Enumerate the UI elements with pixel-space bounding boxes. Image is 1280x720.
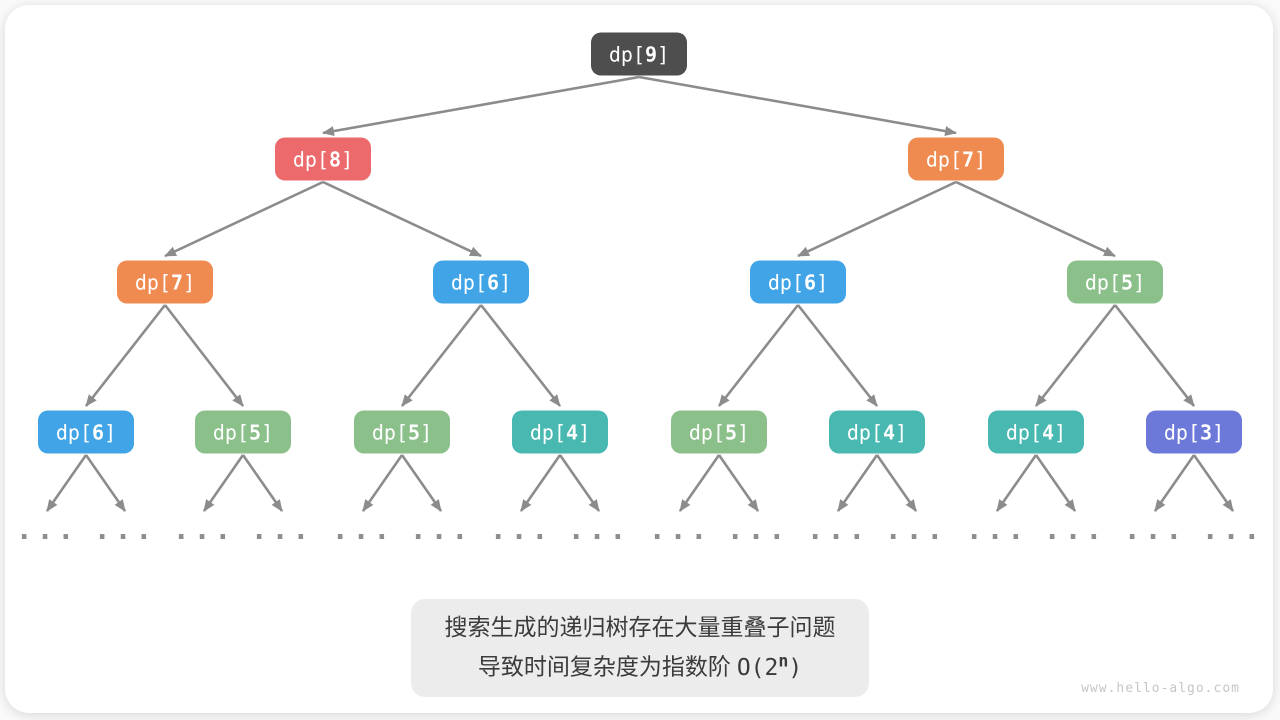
- tree-node-dp-3-14: dp[3]: [1146, 410, 1242, 454]
- tree-arrow: [519, 454, 562, 512]
- tree-arrow: [400, 454, 443, 512]
- tree-arrow: [241, 454, 284, 512]
- ellipsis-subtree: ...: [965, 513, 1029, 546]
- tree-arrow: [1034, 304, 1117, 407]
- ellipsis-subtree: ...: [1123, 513, 1187, 546]
- ellipsis-subtree: ...: [250, 513, 314, 546]
- tree-arrow: [322, 180, 482, 258]
- ellipsis-subtree: ...: [1043, 513, 1107, 546]
- tree-arrow: [400, 304, 483, 407]
- tree-arrow: [322, 75, 640, 137]
- tree-arrow: [1153, 454, 1196, 512]
- complexity-formula: O(2n): [736, 651, 803, 681]
- tree-arrow: [361, 454, 404, 512]
- ellipsis-subtree: ...: [726, 513, 790, 546]
- tree-arrow: [45, 454, 88, 512]
- tree-node-dp-8-1: dp[8]: [275, 137, 371, 181]
- tree-node-dp-9-0: dp[9]: [591, 32, 687, 76]
- tree-arrow: [678, 454, 721, 512]
- tree-arrow: [717, 304, 800, 407]
- tree-node-dp-4-12: dp[4]: [829, 410, 925, 454]
- ellipsis-subtree: ...: [1201, 513, 1265, 546]
- tree-arrow: [164, 180, 324, 258]
- tree-arrow: [836, 454, 879, 512]
- tree-node-dp-5-11: dp[5]: [671, 410, 767, 454]
- tree-node-dp-5-8: dp[5]: [195, 410, 291, 454]
- ellipsis-subtree: ...: [15, 513, 79, 546]
- tree-arrow: [995, 454, 1038, 512]
- ellipsis-subtree: ...: [567, 513, 631, 546]
- tree-node-dp-6-7: dp[6]: [38, 410, 134, 454]
- tree-node-dp-5-6: dp[5]: [1067, 260, 1163, 304]
- tree-arrow: [558, 454, 601, 512]
- tree-arrow: [84, 304, 167, 407]
- ellipsis-subtree: ...: [331, 513, 395, 546]
- tree-arrow: [955, 180, 1116, 258]
- tree-arrow: [797, 180, 957, 258]
- tree-arrow: [202, 454, 245, 512]
- tree-arrow: [479, 304, 562, 407]
- caption-line-2-text: 导致时间复杂度为指数阶: [477, 653, 731, 680]
- tree-arrow: [796, 304, 879, 407]
- ellipsis-subtree: ...: [409, 513, 473, 546]
- caption-line-1: 搜索生成的递归树存在大量重叠子问题: [444, 614, 836, 640]
- watermark: www.hello-algo.com: [1081, 681, 1240, 696]
- tree-node-dp-7-3: dp[7]: [117, 260, 213, 304]
- tree-arrow: [1192, 454, 1235, 512]
- tree-arrow: [875, 454, 918, 512]
- ellipsis-subtree: ...: [489, 513, 553, 546]
- ellipsis-subtree: ...: [884, 513, 948, 546]
- tree-node-dp-6-5: dp[6]: [750, 260, 846, 304]
- tree-arrow: [1113, 304, 1196, 407]
- tree-node-dp-4-13: dp[4]: [988, 410, 1084, 454]
- tree-arrow: [1034, 454, 1077, 512]
- tree-node-dp-6-4: dp[6]: [433, 260, 529, 304]
- ellipsis-subtree: ...: [93, 513, 157, 546]
- ellipsis-subtree: ...: [172, 513, 236, 546]
- tree-arrow: [163, 304, 245, 407]
- ellipsis-subtree: ...: [806, 513, 870, 546]
- tree-arrow: [717, 454, 760, 512]
- tree-node-dp-7-2: dp[7]: [908, 137, 1004, 181]
- ellipsis-subtree: ...: [648, 513, 712, 546]
- tree-arrow: [84, 454, 127, 512]
- tree-arrow: [638, 75, 957, 137]
- tree-node-dp-4-10: dp[4]: [512, 410, 608, 454]
- tree-node-dp-5-9: dp[5]: [354, 410, 450, 454]
